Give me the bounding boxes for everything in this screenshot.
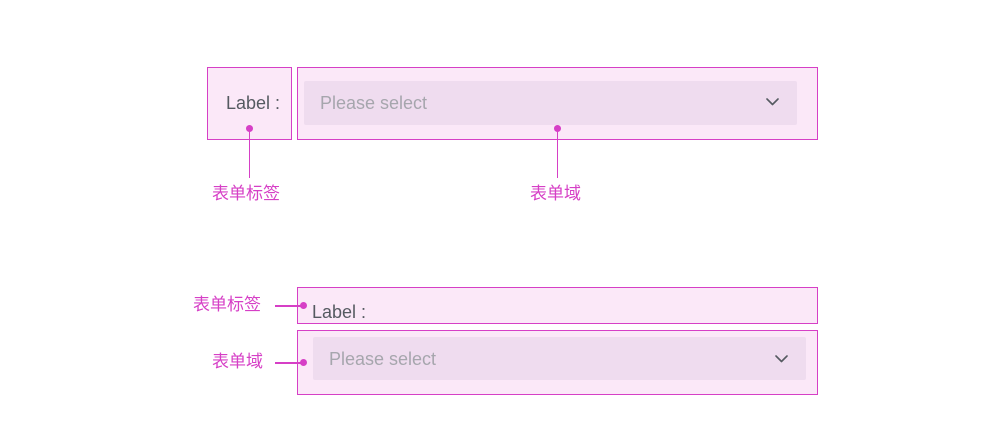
select-placeholder: Please select bbox=[320, 93, 428, 113]
form-label-region bbox=[297, 287, 818, 324]
annotation-form-label: 表单标签 bbox=[193, 295, 261, 315]
select-input[interactable] bbox=[304, 81, 797, 125]
select-placeholder: Please select bbox=[329, 349, 437, 369]
annotation-form-field: 表单域 bbox=[212, 352, 263, 372]
field-marker-dot bbox=[300, 359, 307, 366]
field-leader-line bbox=[275, 362, 301, 364]
annotation-form-field: 表单域 bbox=[530, 184, 581, 204]
label-leader-line bbox=[248, 128, 250, 178]
annotation-form-label: 表单标签 bbox=[212, 184, 280, 204]
label-leader-line bbox=[275, 305, 301, 307]
chevron-down-icon[interactable] bbox=[766, 98, 779, 106]
select-input[interactable] bbox=[313, 337, 806, 380]
label-marker-dot bbox=[300, 302, 307, 309]
form-label-text: Label : bbox=[226, 93, 281, 113]
field-leader-line bbox=[556, 128, 558, 178]
chevron-down-icon[interactable] bbox=[775, 355, 788, 363]
form-label-text: Label : bbox=[312, 302, 367, 322]
